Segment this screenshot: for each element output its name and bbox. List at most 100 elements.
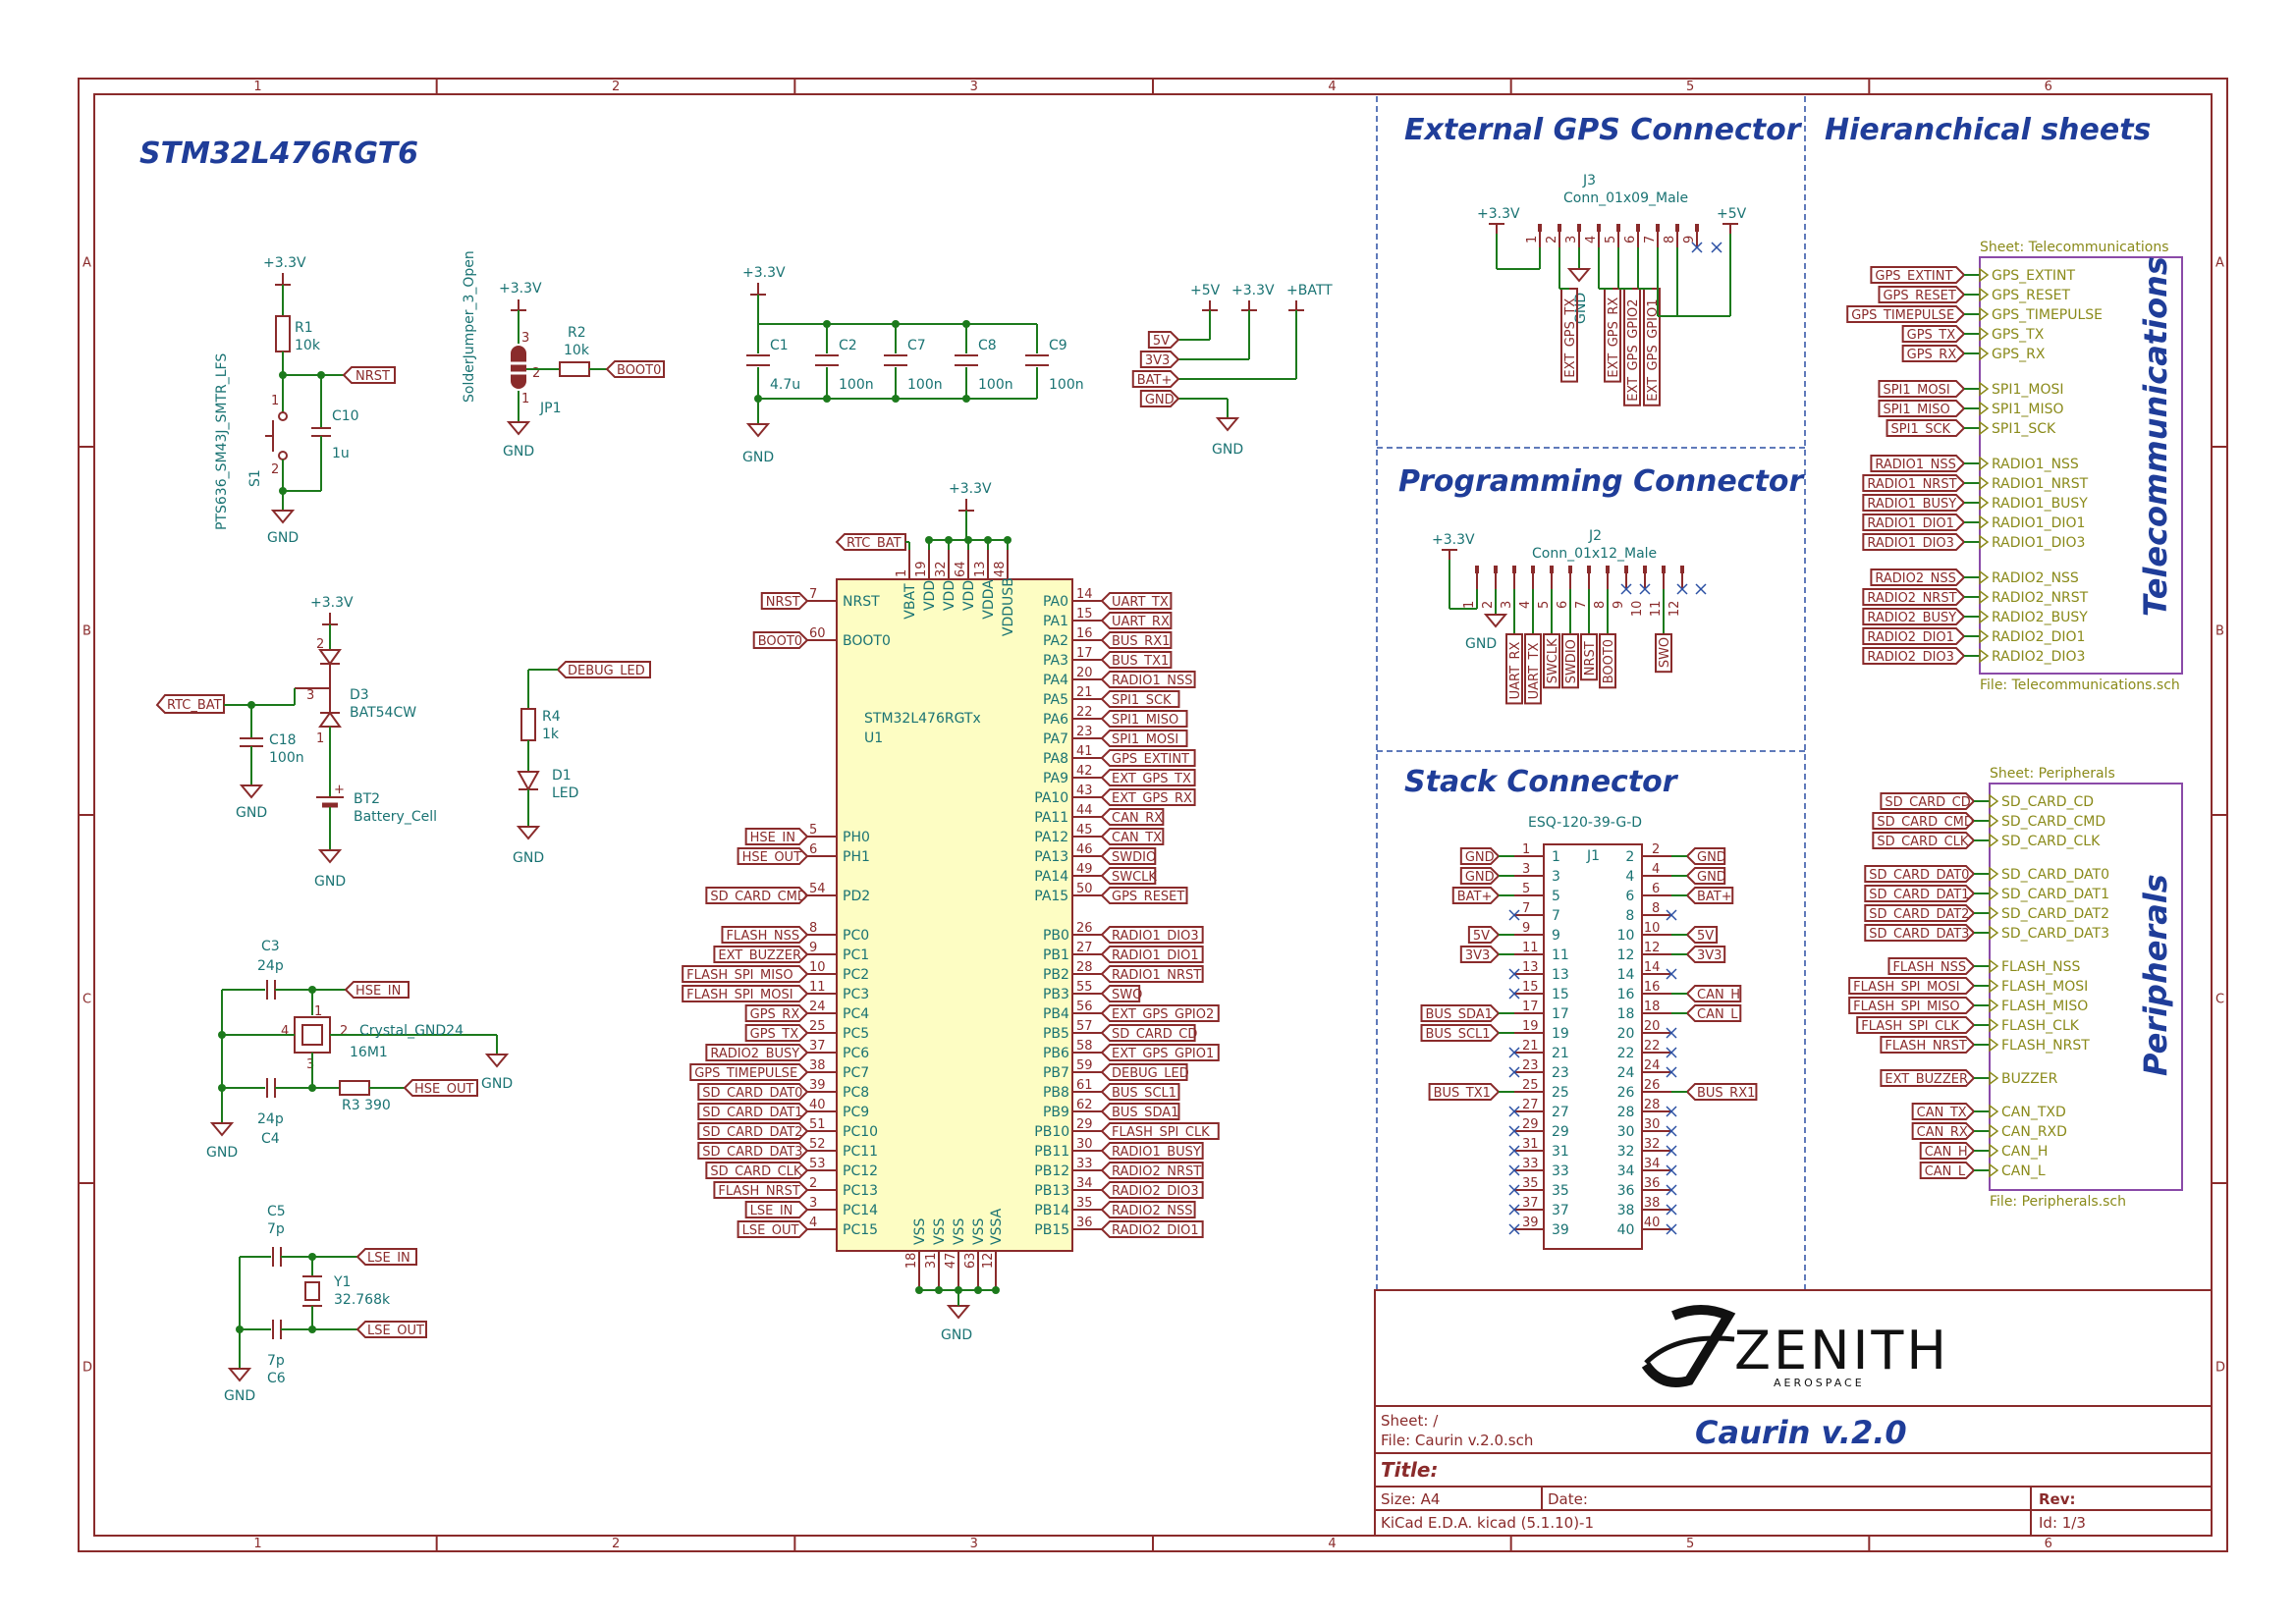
stack-pin-num: 8 [1652,901,1660,916]
pl-gnd: GND [1212,442,1243,458]
mcu-left-net: HSE_IN [750,831,795,845]
mcu-pin-name: PB7 [1043,1065,1069,1081]
pl-33v: +3.3V [1231,283,1275,298]
stack-left-net-shape [1428,1083,1501,1101]
periph-sheet-name: Sheet: Peripherals [1990,766,2115,782]
stack-pin-num: 7 [1522,901,1530,916]
stack-pin-name: 2 [1625,849,1634,865]
j2-ref: J2 [1588,528,1602,544]
mcu-pin-name: PB5 [1043,1026,1069,1042]
tb-title: Title: [1381,1458,1438,1482]
mcu-left-net-shape [713,946,809,963]
stack-pin-name: 11 [1552,947,1569,963]
periph-sheet: Sheet: Peripherals File: Peripherals.sch… [1848,766,2183,1210]
pwrconn-label-shape [1139,390,1180,407]
mcu-right-net-shape [1100,887,1188,904]
lse-circuit: C5 7p LSE_IN Y1 32.768k LSE_OUT 7p C6 GN… [224,1204,427,1404]
mcu-pin-num: 48 [993,561,1008,577]
stack-left-net: BUS_SDA1 [1426,1007,1493,1022]
svg-text:3: 3 [306,1057,314,1072]
row-marker-left: D [82,1361,92,1376]
mcu-pin-num: 23 [1076,725,1093,739]
mcu-pin-num: 51 [809,1117,826,1132]
mcu-left-net: EXT_BUZZER [718,948,801,963]
mcu-pin-num: 14 [1076,587,1093,602]
stack-right-net: CAN_L [1697,1007,1738,1022]
decap-val: 100n [839,377,874,393]
mcu-pin-num: 61 [1076,1078,1093,1093]
mcu-pin-name: PA6 [1043,712,1068,728]
mcu-pin-num: 30 [1076,1137,1093,1152]
mcu-pin-num: 15 [1076,607,1093,622]
lse-out-net: LSE_OUT [367,1324,424,1338]
telecom-net: RADIO1_DIO1 [1867,516,1954,531]
stack-pin-name: 24 [1617,1065,1635,1081]
mcu-right-net-shape [1100,808,1165,826]
stack-pin-name: 4 [1625,869,1634,885]
reset-pwr-label: +3.3V [263,255,306,271]
mcu-pin-name: PC12 [843,1163,878,1179]
mcu-right-net-shape [1100,965,1204,983]
stack-pin-num: 36 [1644,1176,1661,1191]
r1-ref: R1 [295,320,313,336]
gps-net-label: EXT_GPS_GPIO2 [1626,299,1641,402]
stack-pin-num: 12 [1644,941,1661,955]
stack-pin-num: 4 [1652,862,1660,877]
r3-label: R3 390 [342,1098,391,1113]
mcu-right-net: SWCLK [1112,870,1157,885]
prog-pin-num: 7 [1574,601,1589,609]
telecom-net: RADIO2_BUSY [1867,611,1956,625]
mcu-right-net-shape [1100,1220,1204,1238]
y1-ref: Y1 [333,1274,351,1290]
stack-title: Stack Connector [1404,765,1679,799]
mcu-pin-num: 41 [1076,744,1093,759]
telecom-net: SPI1_MISO [1883,403,1949,417]
mcu-pin-name: PA3 [1043,653,1068,669]
stack-pin-name: 39 [1552,1222,1569,1238]
stack-pin-num: 32 [1644,1137,1661,1152]
mcu-pin-name: PB4 [1043,1006,1069,1022]
stack-right-net: GND [1697,850,1726,865]
boot-gnd: GND [503,444,534,460]
periph-net: FLASH_SPI_CLK [1861,1019,1959,1034]
mcu-right-net-shape [1100,769,1196,786]
stack-left-net-shape [1420,1024,1501,1042]
mcu-left-net: SD_CARD_DAT2 [702,1125,802,1140]
mcu-pin-name: PC5 [843,1026,869,1042]
mcu-pin-num: 24 [809,1000,826,1014]
stack-right-net: GND [1697,870,1726,885]
stack-pin-num: 37 [1522,1196,1539,1211]
telecom-net: RADIO2_DIO3 [1867,650,1954,665]
stack-pin-name: 32 [1617,1144,1635,1160]
mcu-right-net: UART_TX [1112,595,1169,610]
logo-sub: AEROSPACE [1774,1377,1865,1389]
hse-out-net: HSE_OUT [414,1082,473,1097]
periph-net: FLASH_SPI_MISO [1853,1000,1959,1014]
lse-gnd: GND [224,1388,255,1404]
telecom-pin: RADIO2_DIO1 [1992,629,2085,645]
mcu-pin-name: PB15 [1034,1222,1069,1238]
periph-net-shape [1887,957,1976,975]
mcu-pin-name: PB11 [1034,1144,1069,1160]
prog-pin-num: 8 [1593,601,1608,609]
mcu-title: STM32L476RGT6 [139,136,418,171]
periph-net-shape [1872,832,1976,849]
stack-pin-name: 20 [1617,1026,1635,1042]
mcu-pin-name: PA0 [1043,594,1068,610]
gps-net-label: EXT_GPS_TX [1563,298,1578,378]
telecom-pin: RADIO2_BUSY [1992,610,2088,625]
telecom-pin: RADIO1_BUSY [1992,496,2088,512]
stack-pin-name: 6 [1625,889,1634,904]
mcu-ref: U1 [864,730,883,746]
svg-text:1: 1 [316,731,324,746]
mcu-right-net-shape [1100,926,1204,944]
telecom-pin: RADIO1_DIO1 [1992,515,2085,531]
tb-date: Date: [1548,1490,1588,1508]
mcu-val: STM32L476RGTx [864,711,981,727]
reset-gnd: GND [267,530,299,546]
stack-right-net-shape [1685,1004,1742,1022]
stack-pin-name: 34 [1617,1163,1635,1179]
mcu-pin-num: 38 [809,1058,826,1073]
